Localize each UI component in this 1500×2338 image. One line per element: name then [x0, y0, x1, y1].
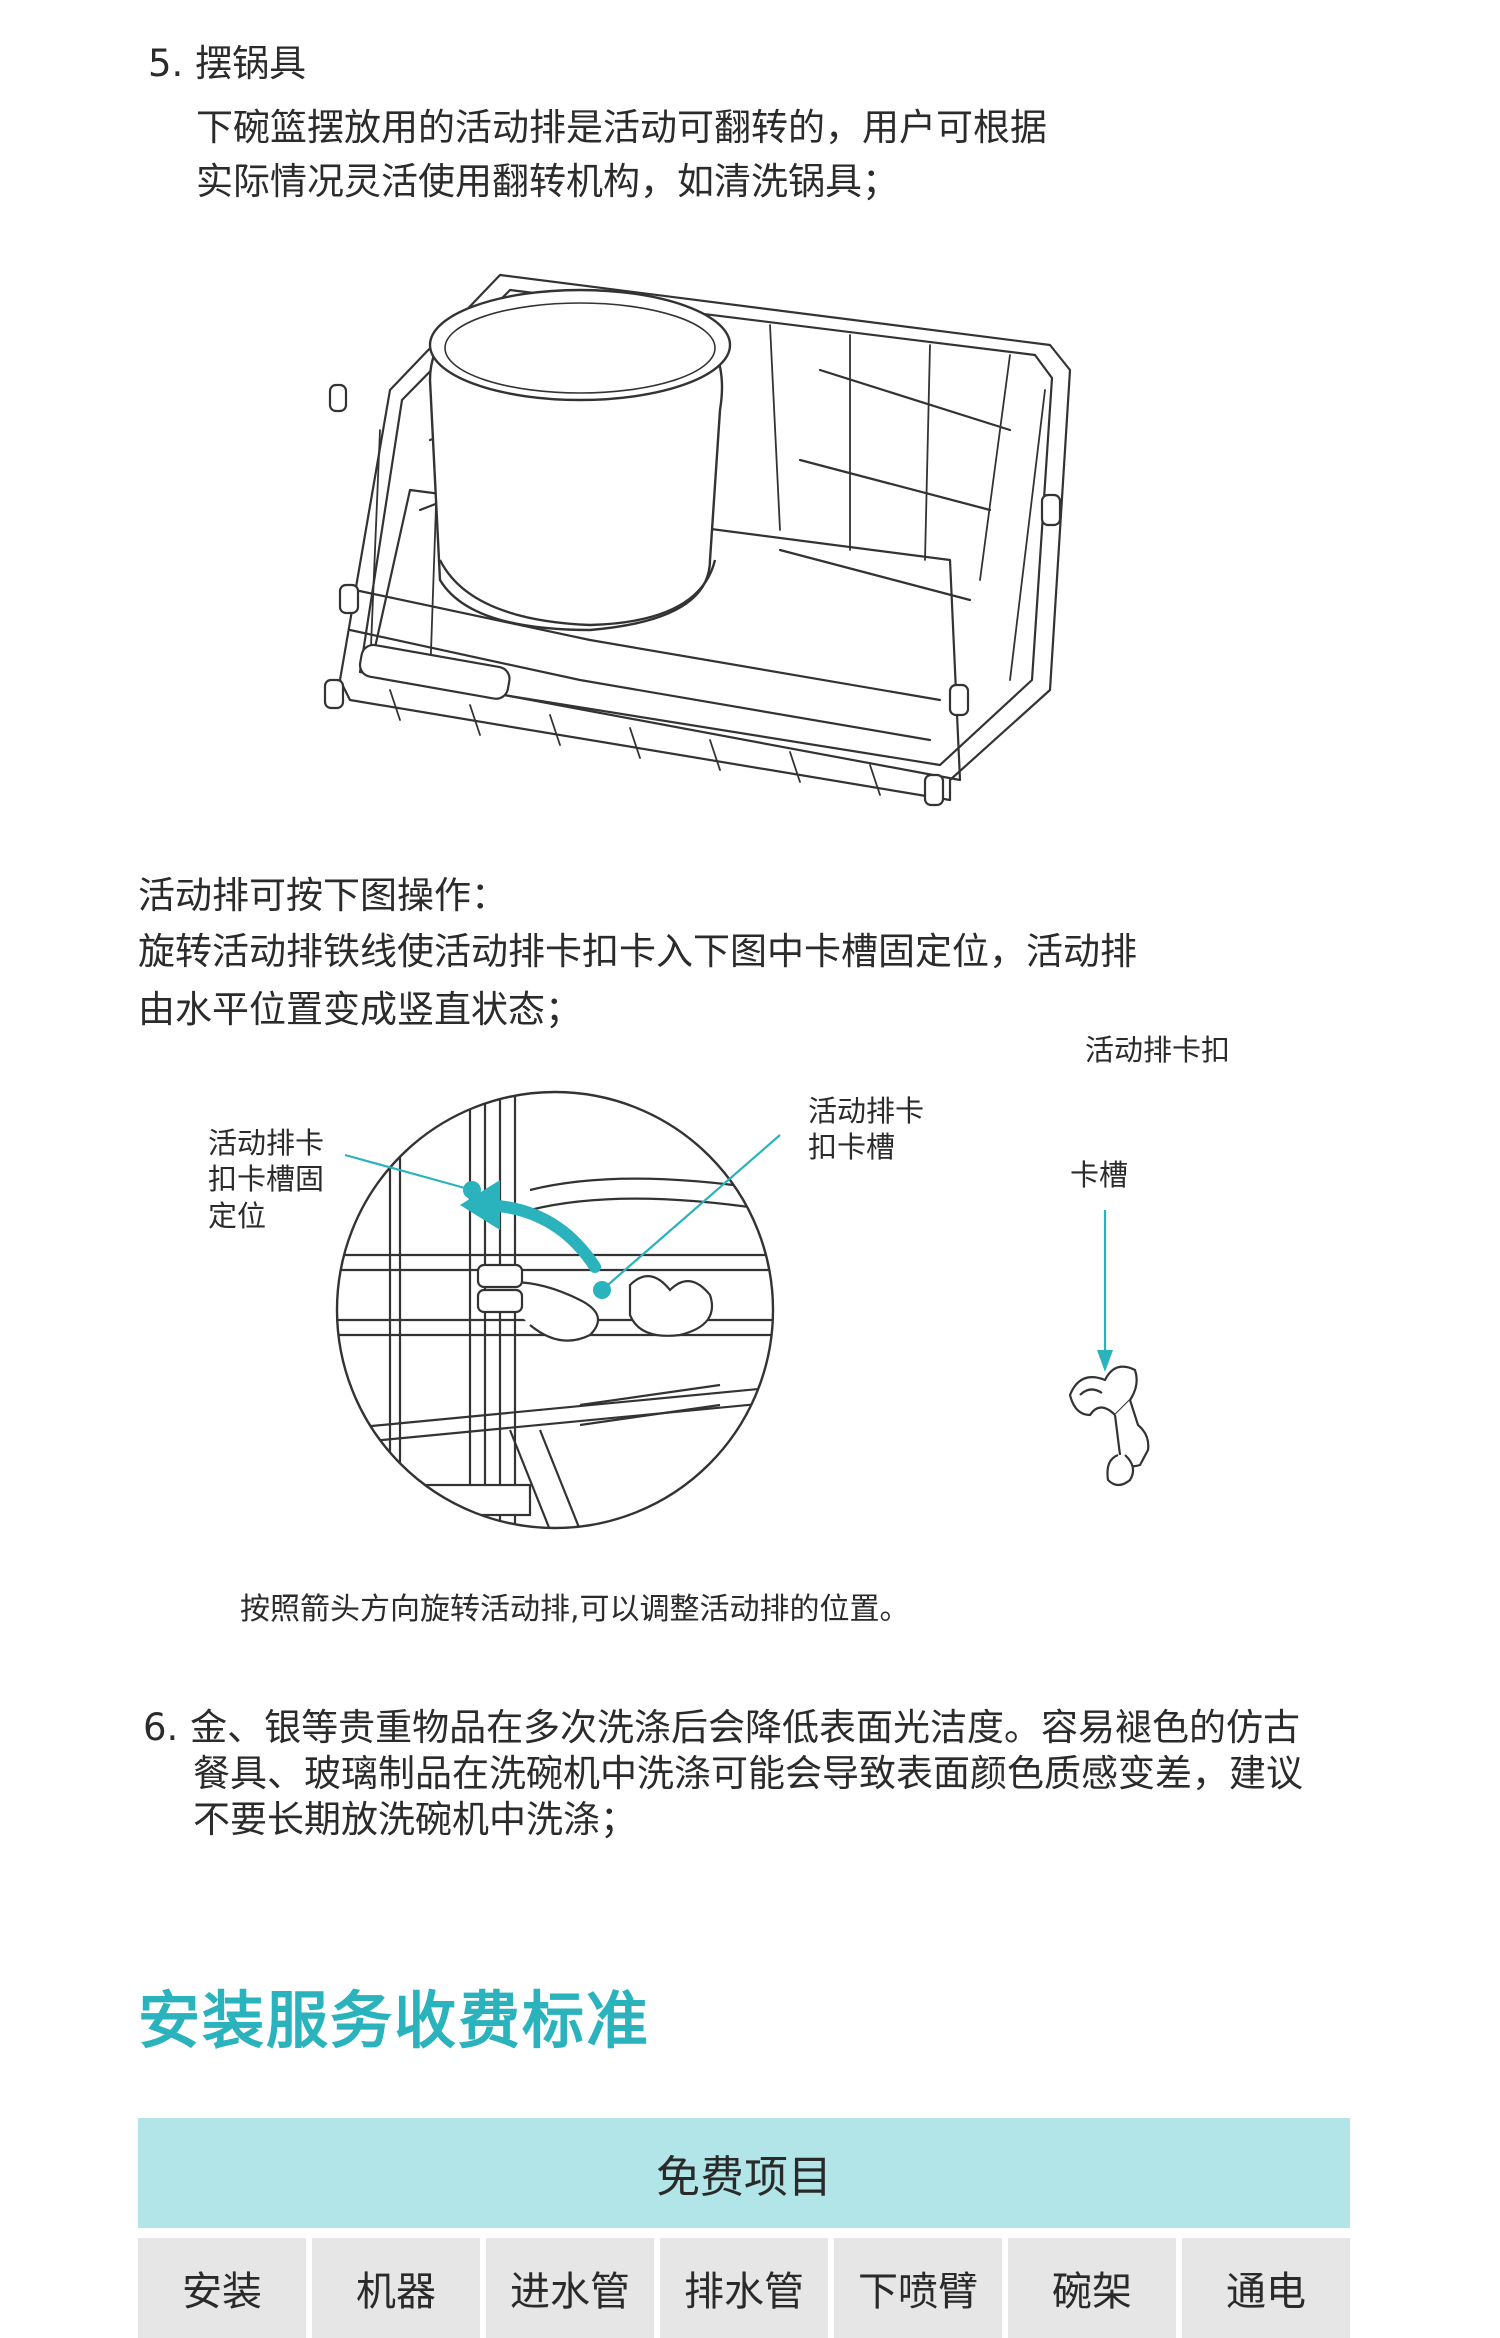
install-section-title: 安装服务收费标准 [138, 1984, 651, 2057]
section-6-line-1: 6. 金、银等贵重物品在多次洗涤后会降低表面光洁度。容易褪色的仿古 [143, 1706, 1301, 1749]
table-cell-inlet-hose: 进水管 [486, 2238, 654, 2338]
instructions-line-2: 旋转活动排铁线使活动排卡扣卡入下图中卡槽固定位，活动排 [138, 930, 1137, 973]
table-cell-machine: 机器 [312, 2238, 480, 2338]
label-clip-slot-position: 活动排卡 扣卡槽固 定位 [208, 1126, 325, 1233]
table-cell-dish-rack: 碗架 [1008, 2238, 1176, 2338]
instructions-line-1: 活动排可按下图操作： [138, 874, 508, 917]
section-5-heading: 5. 摆锅具 [148, 42, 307, 85]
table-header: 免费项目 [138, 2118, 1350, 2228]
section-5-line-2: 实际情况灵活使用翻转机构，如清洗锅具； [196, 160, 899, 203]
dish-basket-illustration [323, 273, 1072, 807]
table-cell-lower-spray-arm: 下喷臂 [834, 2238, 1002, 2338]
section-6-line-3: 不要长期放洗碗机中洗涤； [193, 1798, 637, 1841]
section-6-line-2: 餐具、玻璃制品在洗碗机中洗涤可能会导致表面颜色质感变差，建议 [193, 1752, 1303, 1795]
label-slot: 卡槽 [1070, 1158, 1129, 1192]
instructions-line-3: 由水平位置变成竖直状态； [138, 988, 582, 1031]
section-5-line-1: 下碗篮摆放用的活动排是活动可翻转的，用户可根据 [196, 106, 1047, 149]
diagram-caption: 按照箭头方向旋转活动排,可以调整活动排的位置。 [240, 1592, 910, 1627]
detail-circle-diagram [335, 1090, 775, 1530]
table-cell-drain-hose: 排水管 [660, 2238, 828, 2338]
label-clip: 活动排卡扣 [1085, 1033, 1231, 1067]
table-cell-power-on: 通电 [1182, 2238, 1350, 2338]
table-row: 安装 机器 进水管 排水管 下喷臂 碗架 通电 [138, 2238, 1350, 2338]
label-clip-slot: 活动排卡 扣卡槽 [808, 1094, 925, 1165]
clip-part-illustration [1068, 1365, 1150, 1487]
table-cell-install: 安装 [138, 2238, 306, 2338]
